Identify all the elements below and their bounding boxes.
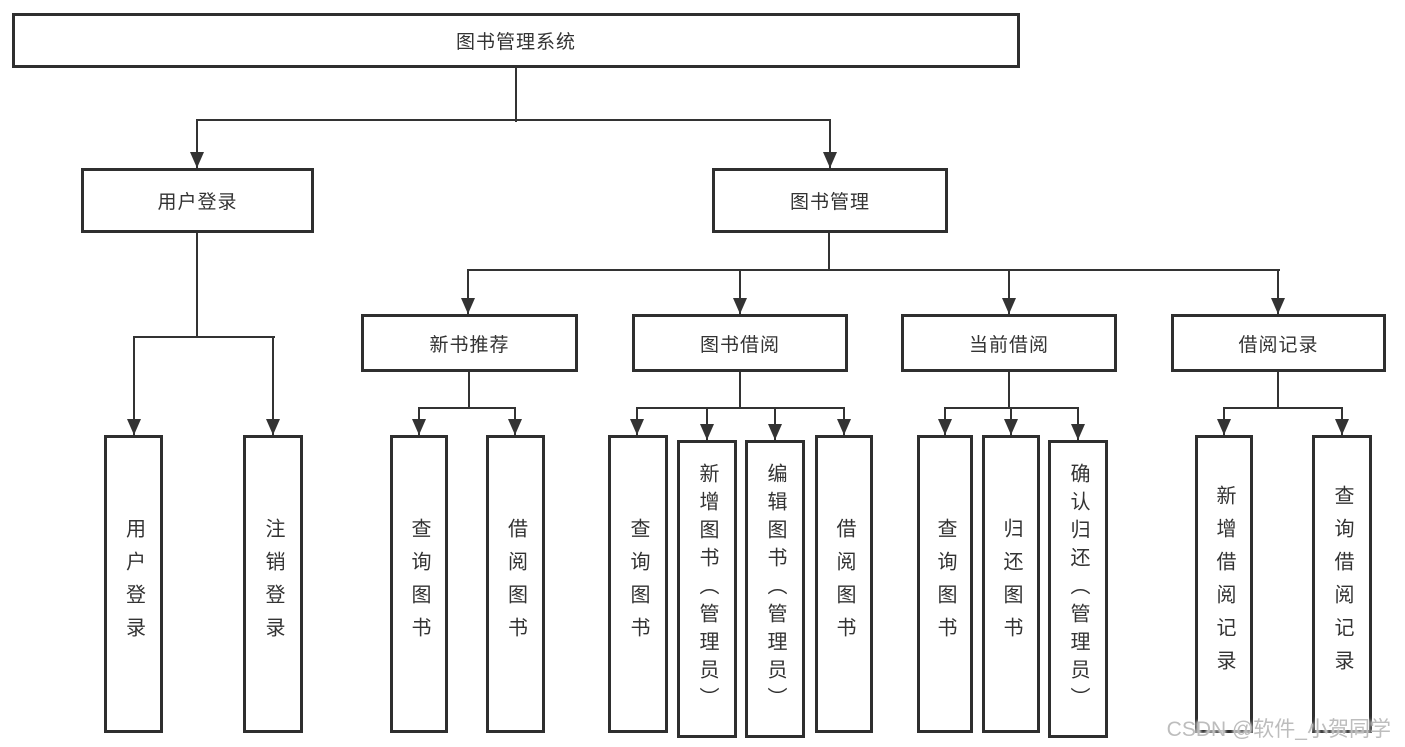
node-borrow-books-recommend: 借阅图书: [486, 435, 545, 733]
arrowhead: [127, 419, 141, 435]
node-logout: 注销登录: [243, 435, 303, 733]
connector-line: [636, 407, 845, 409]
connector-line: [196, 120, 198, 168]
arrowhead: [837, 419, 851, 435]
leaf-label: 借阅图书: [504, 518, 527, 650]
leaf-label: 归还图书: [1000, 518, 1022, 650]
node-user-login-module: 用户登录: [81, 168, 314, 233]
connector-line: [1277, 372, 1279, 409]
leaf-label: 新增借阅记录: [1213, 485, 1235, 683]
leaf-label: 用户登录: [122, 518, 145, 650]
connector-line: [739, 270, 741, 314]
connector-line: [272, 337, 274, 435]
node-add-borrow-record: 新增借阅记录: [1195, 435, 1253, 733]
node-borrow-books-borrowing: 借阅图书: [815, 435, 873, 733]
connector-line: [1223, 407, 1343, 409]
leaf-label: 确认归还（管理员）: [1067, 463, 1089, 715]
leaf-label: 查询借阅记录: [1331, 485, 1353, 683]
connector-line: [515, 68, 517, 122]
arrowhead: [1071, 424, 1085, 440]
arrowhead: [768, 424, 782, 440]
node-system-root: 图书管理系统: [12, 13, 1020, 68]
arrowhead: [630, 419, 644, 435]
arrowhead: [733, 298, 747, 314]
arrowhead: [700, 424, 714, 440]
leaf-label: 新增图书（管理员）: [696, 463, 718, 715]
node-user-login: 用户登录: [104, 435, 163, 733]
node-query-books-recommend: 查询图书: [390, 435, 448, 733]
node-edit-book-admin: 编辑图书（管理员）: [745, 440, 805, 738]
arrowhead: [461, 298, 475, 314]
csdn-watermark: CSDN @软件_小贺同学: [1166, 718, 1391, 741]
leaf-label: 借阅图书: [833, 518, 855, 650]
connector-line: [1277, 270, 1279, 314]
arrowhead: [1002, 298, 1016, 314]
arrowhead: [1004, 419, 1018, 435]
leaf-label: 查询图书: [627, 518, 649, 650]
node-query-borrow-record: 查询借阅记录: [1312, 435, 1372, 733]
arrowhead: [190, 152, 204, 168]
connector-line: [133, 336, 275, 338]
leaf-label: 查询图书: [934, 518, 956, 650]
arrowhead: [266, 419, 280, 435]
connector-line: [196, 233, 198, 338]
connector-line: [1008, 270, 1010, 314]
node-current-borrowing: 当前借阅: [901, 314, 1117, 372]
node-return-books: 归还图书: [982, 435, 1040, 733]
connector-line: [829, 120, 831, 168]
node-new-book-recommend: 新书推荐: [361, 314, 578, 372]
arrowhead: [1271, 298, 1285, 314]
leaf-label: 查询图书: [408, 518, 430, 650]
connector-line: [196, 119, 831, 121]
arrowhead: [938, 419, 952, 435]
connector-line: [1008, 372, 1010, 409]
connector-line: [418, 407, 516, 409]
connector-line: [467, 270, 469, 314]
node-book-management: 图书管理: [712, 168, 948, 233]
node-confirm-return-admin: 确认归还（管理员）: [1048, 440, 1108, 738]
arrowhead: [1335, 419, 1349, 435]
connector-line: [133, 337, 135, 435]
node-book-borrowing: 图书借阅: [632, 314, 848, 372]
leaf-label: 编辑图书（管理员）: [764, 463, 786, 715]
connector-line: [467, 269, 1280, 271]
arrowhead: [508, 419, 522, 435]
node-borrowing-records: 借阅记录: [1171, 314, 1386, 372]
leaf-label: 注销登录: [262, 518, 284, 650]
node-add-book-admin: 新增图书（管理员）: [677, 440, 737, 738]
connector-line: [739, 372, 741, 409]
arrowhead: [412, 419, 426, 435]
connector-line: [468, 372, 470, 409]
node-query-books-borrowing: 查询图书: [608, 435, 668, 733]
node-query-books-current: 查询图书: [917, 435, 973, 733]
connector-line: [828, 233, 830, 271]
arrowhead: [1217, 419, 1231, 435]
arrowhead: [823, 152, 837, 168]
